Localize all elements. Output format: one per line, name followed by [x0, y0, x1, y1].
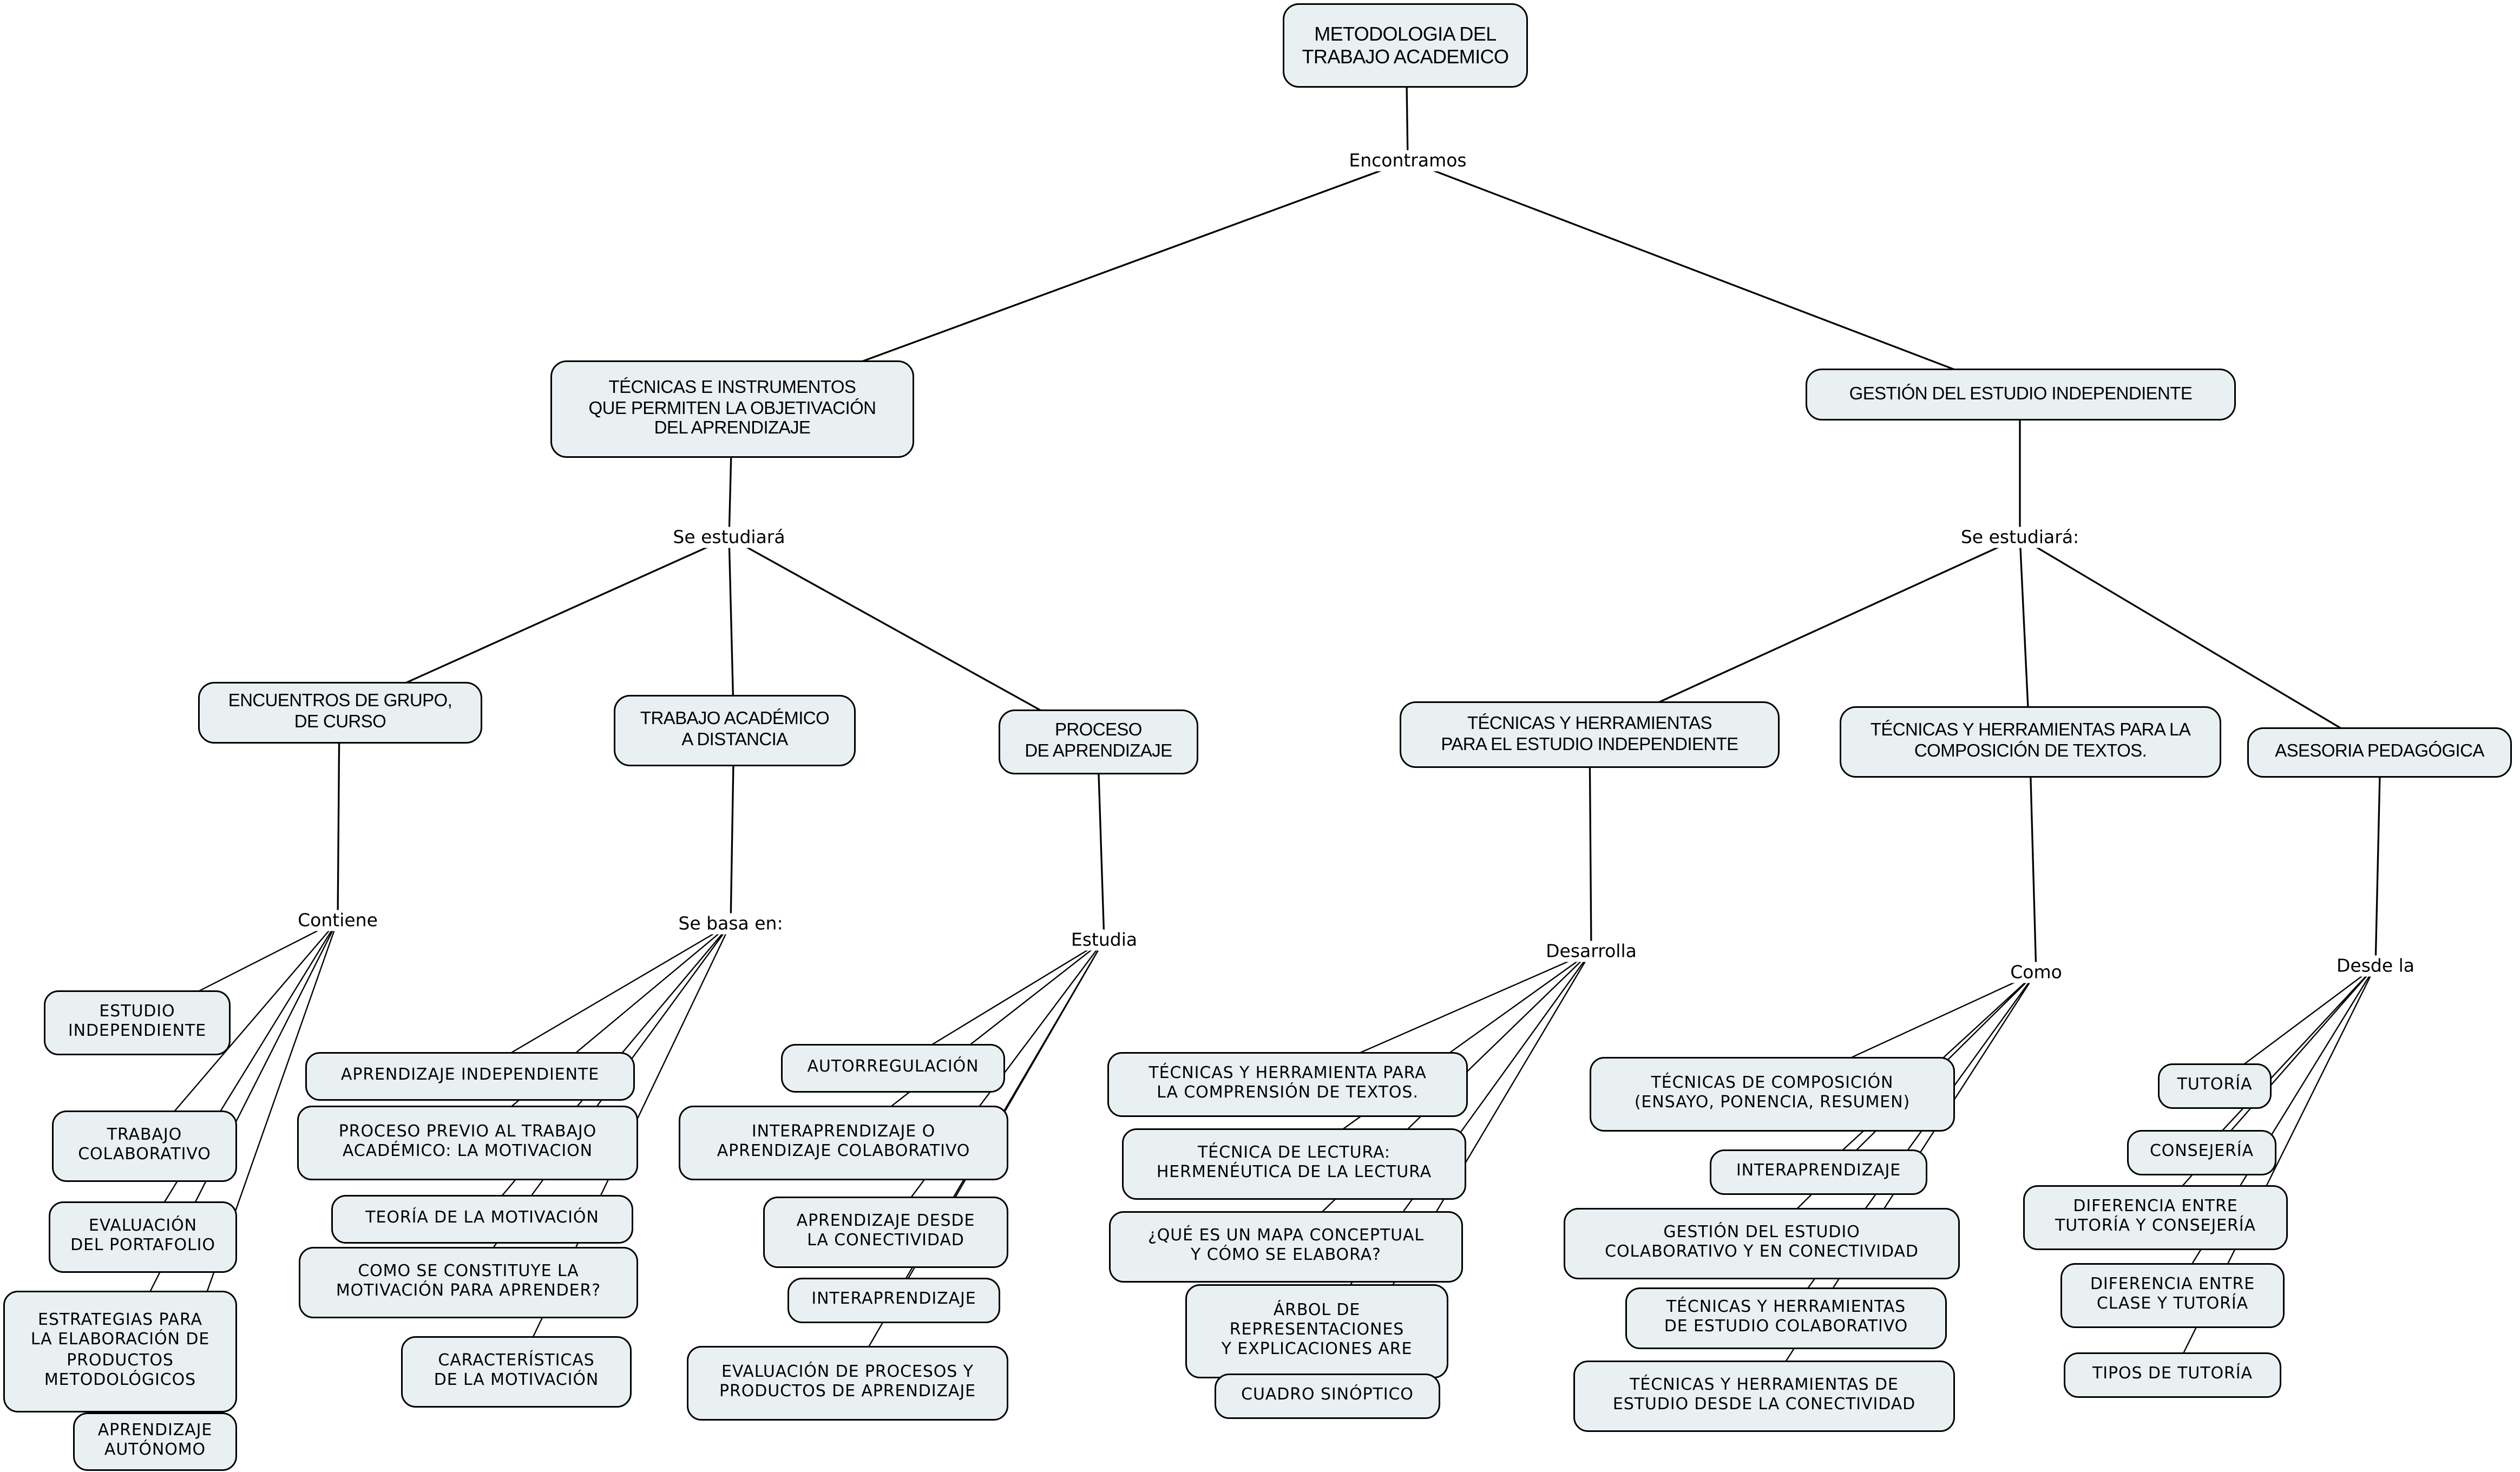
node-cuadro-sinoptico[interactable]: CUADRO SINÓPTICO: [1215, 1374, 1440, 1419]
link-label-se-estudiara-left[interactable]: Se estudiará: [668, 527, 790, 548]
node-asesoria-pedagogica[interactable]: ASESORIA PEDAGÓGICA: [2247, 727, 2512, 778]
node-tecnica-lectura-hermeneutica[interactable]: TÉCNICA DE LECTURA: HERMENÉUTICA DE LA L…: [1122, 1128, 1466, 1200]
node-proceso-previo-motivacion[interactable]: PROCESO PREVIO AL TRABAJO ACADÉMICO: LA …: [297, 1106, 638, 1180]
node-trabajo-colaborativo[interactable]: TRABAJO COLABORATIVO: [52, 1110, 237, 1182]
node-evaluacion-del-portafolio[interactable]: EVALUACIÓN DEL PORTAFOLIO: [49, 1201, 237, 1273]
node-tecnicas-composicion-ensayo[interactable]: TÉCNICAS DE COMPOSICIÓN (ENSAYO, PONENCI…: [1590, 1057, 1955, 1132]
node-aprendizaje-independiente[interactable]: APRENDIZAJE INDEPENDIENTE: [305, 1052, 635, 1101]
node-diferencia-clase-tutoria[interactable]: DIFERENCIA ENTRE CLASE Y TUTORÍA: [2060, 1263, 2285, 1328]
node-que-es-mapa-conceptual[interactable]: ¿QUÉ ES UN MAPA CONCEPTUAL Y CÓMO SE ELA…: [1109, 1211, 1463, 1283]
node-comprension-de-textos[interactable]: TÉCNICAS Y HERRAMIENTA PARA LA COMPRENSI…: [1107, 1052, 1468, 1117]
node-teoria-de-la-motivacion[interactable]: TEORÍA DE LA MOTIVACIÓN: [331, 1195, 633, 1244]
node-encuentros-de-grupo[interactable]: ENCUENTROS DE GRUPO, DE CURSO: [198, 682, 482, 744]
link-label-como[interactable]: Como: [2005, 962, 2067, 983]
node-tutoria[interactable]: TUTORÍA: [2158, 1063, 2272, 1109]
link-label-se-basa-en[interactable]: Se basa en:: [673, 913, 788, 935]
node-estrategias-productos-metodologicos[interactable]: ESTRATEGIAS PARA LA ELABORACIÓN DE PRODU…: [3, 1291, 237, 1412]
node-tecnicas-herramientas-estudio-independiente[interactable]: TÉCNICAS Y HERRAMIENTAS PARA EL ESTUDIO …: [1400, 701, 1780, 768]
node-interaprendizaje-estudia[interactable]: INTERAPRENDIZAJE: [788, 1278, 1000, 1323]
node-diferencia-tutoria-consejeria[interactable]: DIFERENCIA ENTRE TUTORÍA Y CONSEJERÍA: [2023, 1185, 2288, 1250]
link-label-desarrolla[interactable]: Desarrolla: [1541, 941, 1642, 962]
link-label-estudia[interactable]: Estudia: [1066, 929, 1143, 951]
node-herramientas-estudio-conectividad[interactable]: TÉCNICAS Y HERRAMIENTAS DE ESTUDIO DESDE…: [1573, 1361, 1955, 1432]
node-caracteristicas-motivacion[interactable]: CARACTERÍSTICAS DE LA MOTIVACIÓN: [401, 1336, 632, 1408]
node-gestion-estudio-colaborativo-conectividad[interactable]: GESTIÓN DEL ESTUDIO COLABORATIVO Y EN CO…: [1564, 1208, 1960, 1279]
link-label-desde-la[interactable]: Desde la: [2331, 955, 2420, 977]
node-tecnicas-herramientas-composicion-textos[interactable]: TÉCNICAS Y HERRAMIENTAS PARA LA COMPOSIC…: [1840, 706, 2221, 778]
node-arbol-representaciones-are[interactable]: ÁRBOL DE REPRESENTACIONES Y EXPLICACIONE…: [1185, 1284, 1448, 1378]
node-interaprendizaje-como[interactable]: INTERAPRENDIZAJE: [1710, 1149, 1927, 1195]
node-autorregulacion[interactable]: AUTORREGULACIÓN: [781, 1044, 1005, 1093]
node-evaluacion-procesos-productos[interactable]: EVALUACIÓN DE PROCESOS Y PRODUCTOS DE AP…: [687, 1346, 1008, 1421]
node-tecnicas-e-instrumentos[interactable]: TÉCNICAS E INSTRUMENTOS QUE PERMITEN LA …: [550, 360, 914, 458]
node-estudio-independiente[interactable]: ESTUDIO INDEPENDIENTE: [44, 990, 231, 1055]
node-como-se-constituye-motivacion[interactable]: COMO SE CONSTITUYE LA MOTIVACIÓN PARA AP…: [299, 1247, 638, 1318]
link-label-encontramos[interactable]: Encontramos: [1344, 150, 1472, 172]
node-consejeria[interactable]: CONSEJERÍA: [2127, 1130, 2276, 1175]
node-tipos-de-tutoria[interactable]: TIPOS DE TUTORÍA: [2064, 1352, 2281, 1398]
link-label-contiene[interactable]: Contiene: [293, 910, 383, 931]
node-interaprendizaje-o-colaborativo[interactable]: INTERAPRENDIZAJE O APRENDIZAJE COLABORAT…: [679, 1106, 1008, 1180]
node-metodologia-trabajo-academico[interactable]: METODOLOGIA DEL TRABAJO ACADEMICO: [1283, 3, 1528, 88]
node-aprendizaje-desde-conectividad[interactable]: APRENDIZAJE DESDE LA CONECTIVIDAD: [763, 1197, 1008, 1268]
node-trabajo-academico-a-distancia[interactable]: TRABAJO ACADÉMICO A DISTANCIA: [614, 695, 856, 766]
node-aprendizaje-autonomo[interactable]: APRENDIZAJE AUTÓNOMO: [73, 1412, 237, 1471]
node-herramientas-estudio-colaborativo[interactable]: TÉCNICAS Y HERRAMIENTAS DE ESTUDIO COLAB…: [1625, 1287, 1947, 1349]
node-proceso-de-aprendizaje[interactable]: PROCESO DE APRENDIZAJE: [999, 709, 1198, 774]
node-gestion-estudio-independiente[interactable]: GESTIÓN DEL ESTUDIO INDEPENDIENTE: [1806, 369, 2236, 420]
link-label-se-estudiara-right[interactable]: Se estudiará:: [1955, 527, 2084, 548]
